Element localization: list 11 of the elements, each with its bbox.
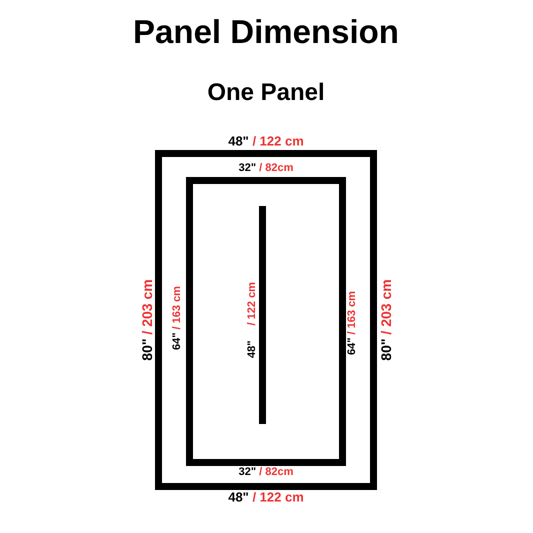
dimension-label: 48" / 122 cm [246, 282, 258, 358]
dimension-label: 48" / 122 cm [228, 134, 304, 148]
dimension-label: 48" / 122 cm [228, 490, 304, 504]
title: Panel Dimension [133, 13, 399, 51]
dimension-label: 32" / 82cm [238, 162, 294, 174]
subtitle: One Panel [207, 79, 325, 107]
dimension-label: 64" / 163 cm [346, 291, 358, 355]
dimension-label: 80" / 203 cm [378, 279, 394, 361]
dimension-label: 80" / 203 cm [139, 279, 155, 361]
dimension-label: 64" / 163 cm [171, 286, 183, 350]
dimension-label: 32" / 82cm [238, 466, 294, 478]
